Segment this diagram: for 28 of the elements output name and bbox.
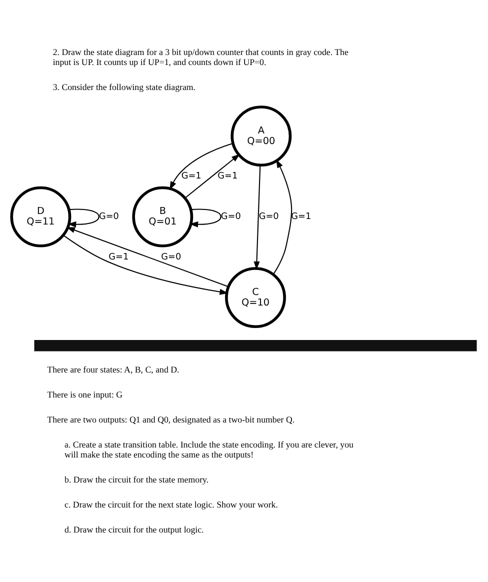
edge-label: G=1 — [218, 171, 238, 182]
edge-label: G=1 — [291, 212, 312, 222]
edge-label: G=1 — [108, 252, 129, 262]
edge-label: G=0 — [98, 212, 119, 222]
arrow — [170, 142, 234, 190]
label: There is one input: G — [47, 389, 123, 400]
edge-label: G=1 — [181, 171, 202, 182]
node-circle: B Q=01 — [132, 186, 194, 247]
label: There are two outputs: Q1 and Q0, designated as a two-bit number Q. — [47, 414, 295, 424]
arrow — [189, 208, 222, 227]
label: 2. Draw the state diagram for a 3 bit up/down counter that counts in gray code. The input is UP. It counts up if UP=1, and counts down if UP=0. — [52, 46, 348, 66]
arrow — [66, 226, 228, 287]
edge-label: G=0 — [220, 212, 241, 222]
label: 3. Consider the following state diagram. — [52, 81, 196, 92]
label: d. Draw the circuit for the output logic. — [64, 524, 204, 534]
edge-label: G=0 — [258, 212, 279, 222]
arrow — [254, 164, 261, 270]
label: a. Create a state transition table. Include the state encoding. If you are clever, you will make the state encoding the same as the outputs! — [64, 439, 354, 459]
node-circle: D Q=11 — [10, 186, 72, 247]
arrow — [68, 208, 100, 227]
label: c. Draw the circuit for the next state logic. Show your work. — [64, 498, 278, 509]
arrow — [184, 153, 240, 198]
label: There are four states: A, B, C, and D. — [47, 364, 180, 374]
node-circle: C Q=10 — [225, 266, 286, 328]
arrow — [63, 234, 228, 294]
edge-label: G=0 — [161, 252, 182, 262]
label: b. Draw the circuit for the state memory. — [64, 474, 209, 484]
arrow — [272, 158, 292, 274]
